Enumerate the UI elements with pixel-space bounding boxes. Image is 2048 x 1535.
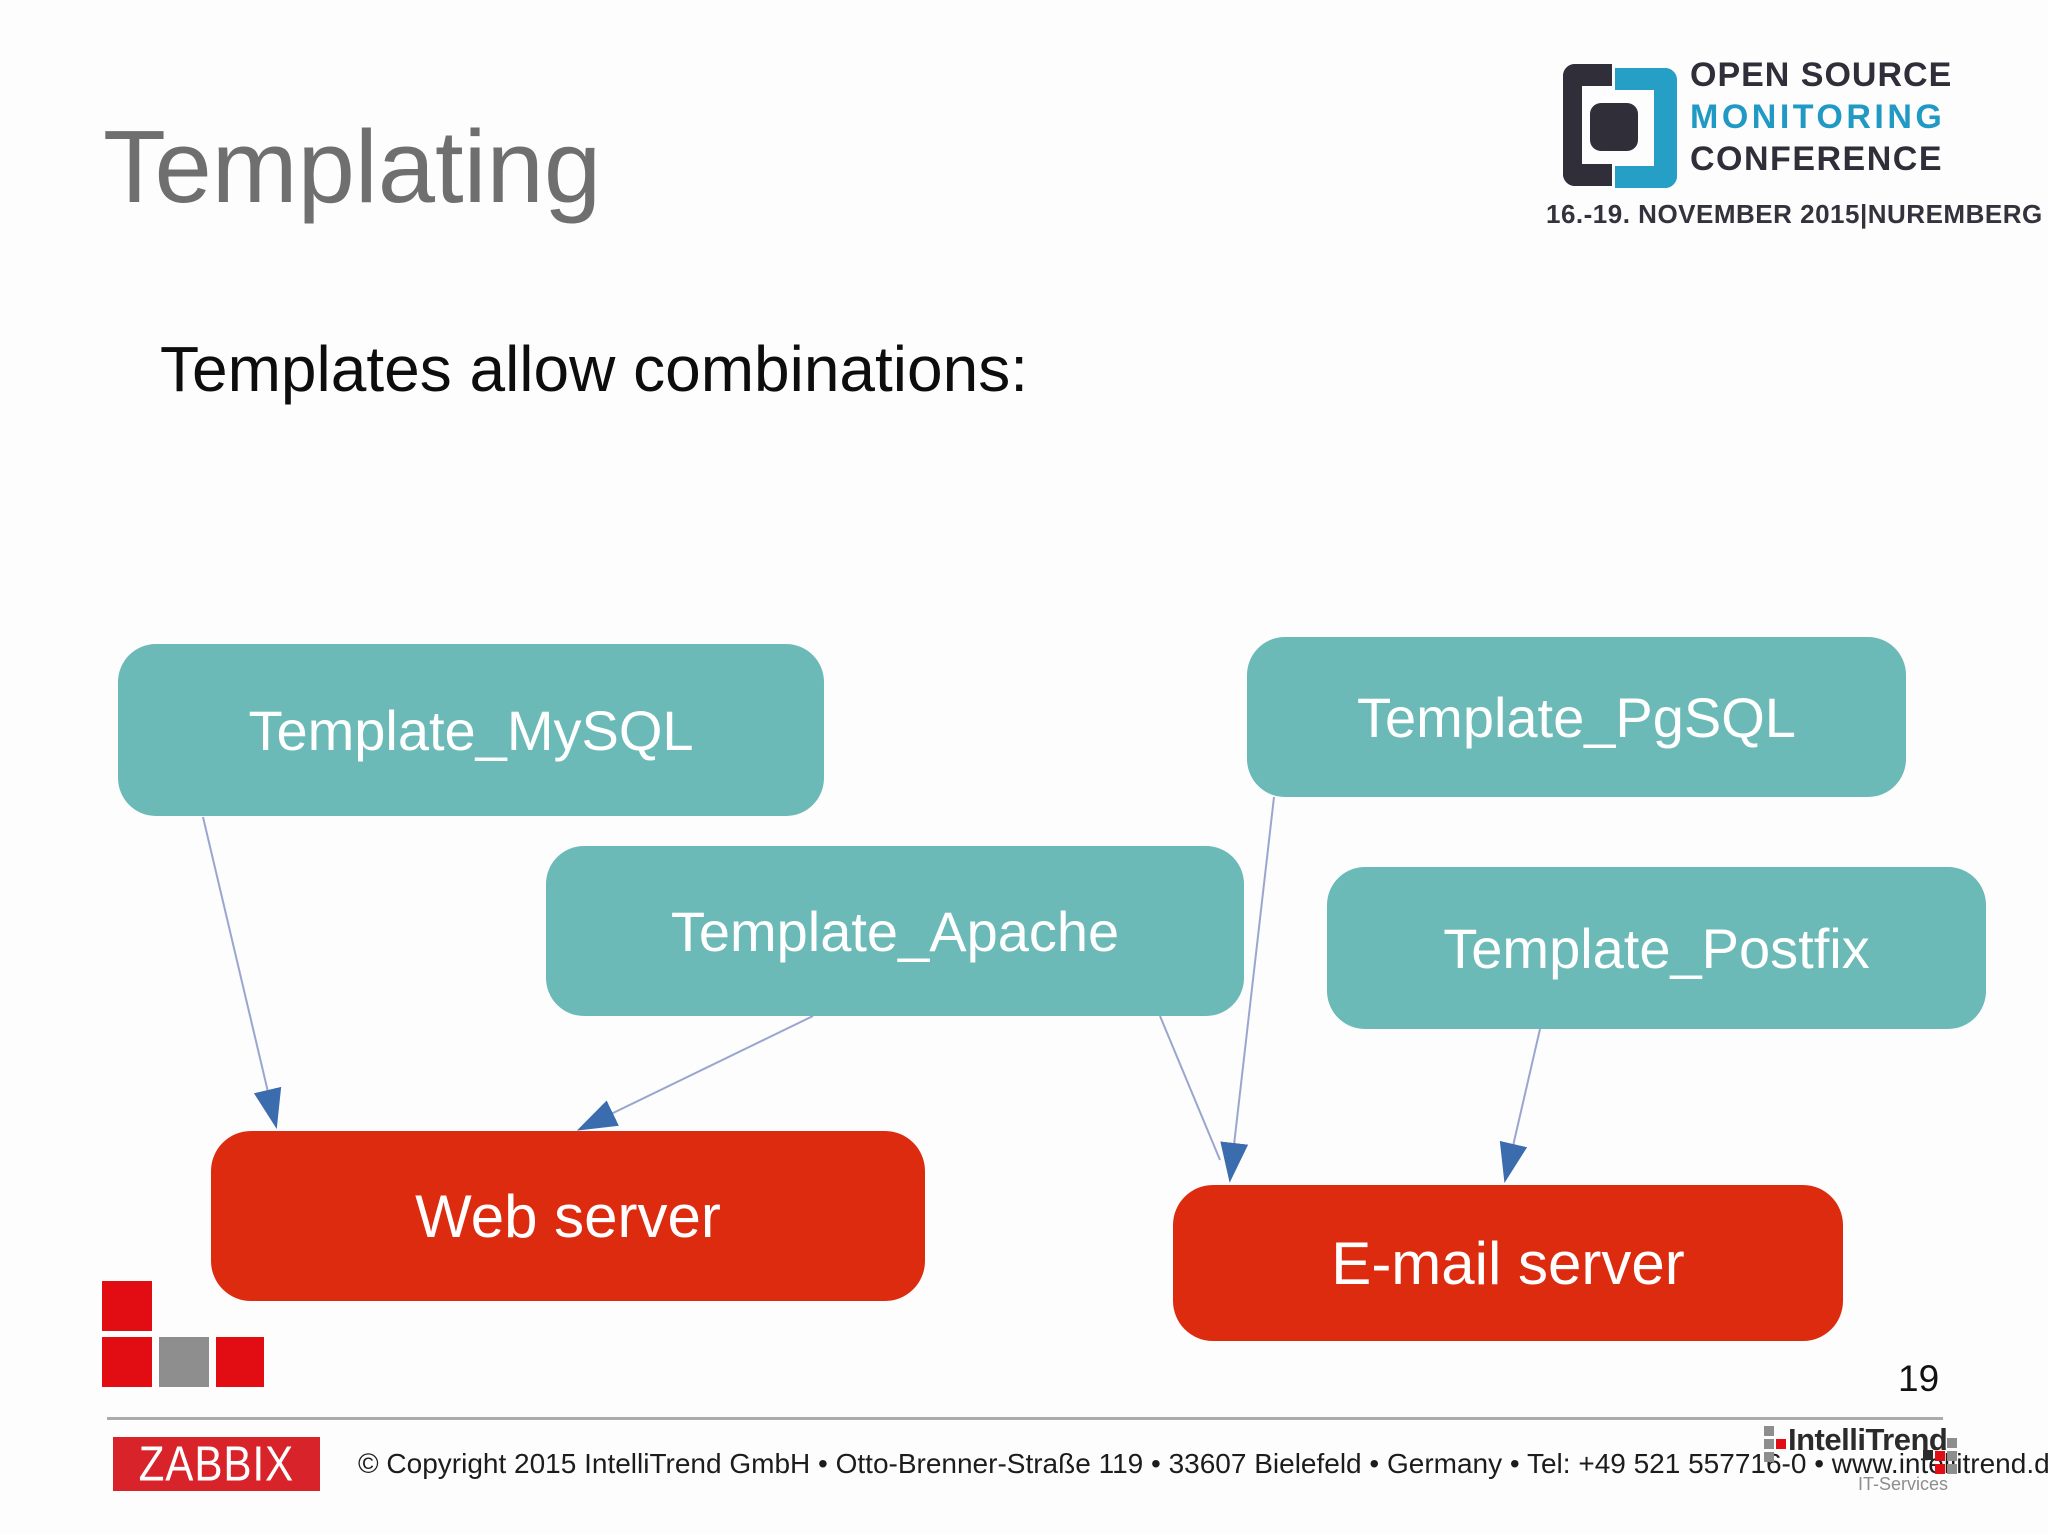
- decorative-square-gray: [159, 1337, 209, 1387]
- arrow-apache-to-webserver: [576, 1015, 814, 1131]
- intellitrend-wordmark: IntelliTrend: [1788, 1422, 1948, 1457]
- node-label: Template_MySQL: [248, 698, 694, 762]
- node-template-apache: Template_Apache: [546, 846, 1244, 1016]
- zabbix-logo: ZABBIX: [113, 1437, 320, 1491]
- node-template-mysql: Template_MySQL: [118, 644, 824, 816]
- decorative-square-red: [102, 1337, 152, 1387]
- node-template-pgsql: Template_PgSQL: [1247, 637, 1906, 797]
- intellitrend-pixel-icon: [1935, 1451, 1945, 1461]
- node-label: Web server: [415, 1182, 721, 1250]
- osmc-left-bracket-icon: [1563, 64, 1612, 186]
- osmc-date-separator: |: [1859, 199, 1868, 229]
- arrow-mysql-to-webserver: [202, 816, 282, 1129]
- osmc-date: 16.-19. NOVEMBER 2015: [1546, 199, 1860, 229]
- intellitrend-pixel-icon: [1764, 1439, 1774, 1449]
- intellitrend-pixel-icon: [1764, 1426, 1774, 1436]
- node-label: Template_PgSQL: [1357, 685, 1796, 749]
- node-web-server: Web server: [211, 1131, 925, 1301]
- osmc-line-open-source: OPEN SOURCE: [1690, 56, 1953, 94]
- intellitrend-pixel-icon: [1947, 1451, 1957, 1461]
- decorative-square-red: [102, 1281, 152, 1331]
- osmc-center-square-icon: [1590, 103, 1638, 151]
- zabbix-logo-text: ZABBIX: [138, 1436, 295, 1492]
- footer-divider: [107, 1417, 1943, 1420]
- intellitrend-subtitle: IT-Services: [1858, 1474, 1949, 1494]
- osmc-date-line: 16.-19. NOVEMBER 2015 | NUREMBERG: [1546, 199, 2042, 230]
- osmc-line-monitoring: MONITORING: [1690, 98, 1946, 136]
- intellitrend-period-icon: [1923, 1450, 1933, 1460]
- node-label: Template_Apache: [670, 899, 1120, 963]
- osmc-brackets-icon: [1563, 64, 1678, 189]
- page-number: 19: [1898, 1358, 1940, 1399]
- arrow-postfix-to-emailserver: [1499, 1028, 1541, 1184]
- intellitrend-pixel-icon: [1764, 1452, 1774, 1462]
- node-template-postfix: Template_Postfix: [1327, 867, 1986, 1029]
- osmc-logo-text: OPEN SOURCE MONITORING CONFERENCE: [1690, 54, 1955, 180]
- intellitrend-logo: IntelliTrend IT-Services: [1760, 1422, 1980, 1500]
- intellitrend-pixel-icon: [1947, 1464, 1957, 1474]
- arrow-apache-to-emailserver: [1159, 1015, 1221, 1161]
- intellitrend-pixel-icon: [1776, 1439, 1786, 1449]
- node-email-server: E-mail server: [1173, 1185, 1843, 1341]
- osmc-line-conference: CONFERENCE: [1690, 140, 1944, 178]
- page-title: Templating: [103, 109, 602, 224]
- node-label: E-mail server: [1331, 1229, 1685, 1297]
- intellitrend-pixel-icon: [1947, 1438, 1957, 1448]
- osmc-city: NUREMBERG: [1867, 199, 2043, 229]
- decorative-square-red: [216, 1337, 264, 1387]
- osmc-right-bracket-icon: [1615, 68, 1677, 188]
- osmc-conference-logo: OPEN SOURCE MONITORING CONFERENCE 16.-19…: [1540, 50, 2042, 235]
- slide-subtitle: Templates allow combinations:: [160, 333, 1028, 405]
- intellitrend-pixel-icon: [1935, 1464, 1945, 1474]
- node-label: Template_Postfix: [1443, 916, 1870, 980]
